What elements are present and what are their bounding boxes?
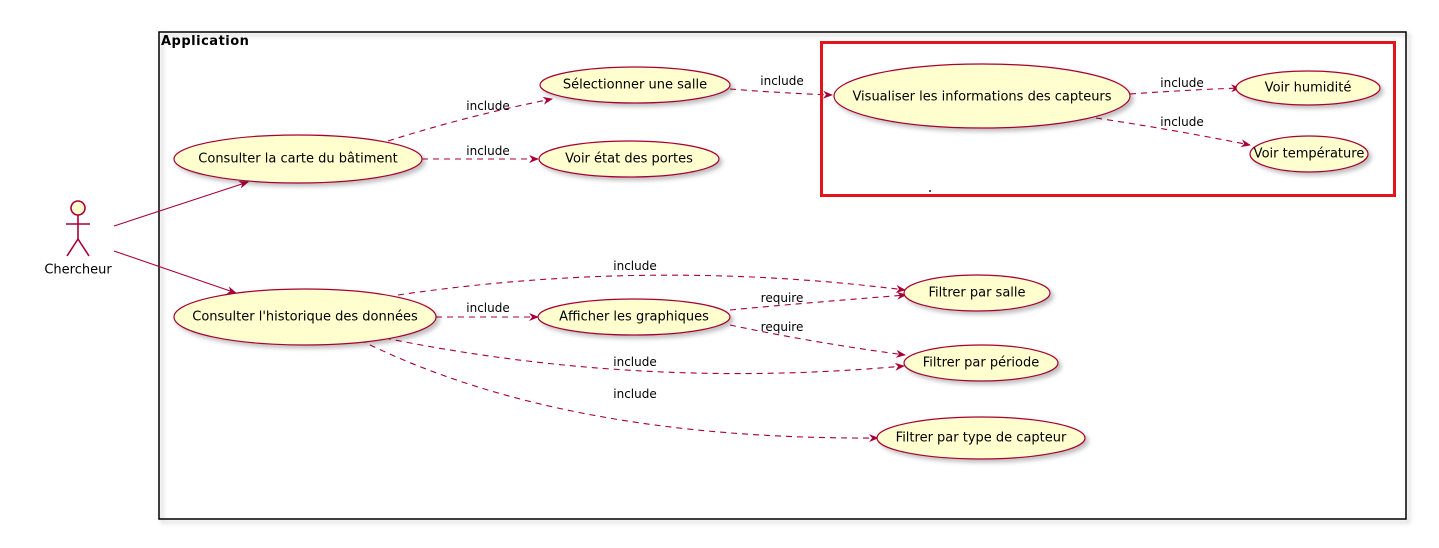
edge-label-hist-filtrer-type: include: [613, 387, 657, 401]
edge-label-graph-filtrer-salle: require: [760, 291, 804, 305]
edge-label-capteurs-humidite: include: [1160, 76, 1204, 90]
usecase-filtrer-type: [876, 416, 1086, 460]
edge-label-carte-salle: include: [466, 99, 510, 113]
edge-hist-filtrer-periode: [384, 337, 905, 375]
usecase-voir-temperature: [1249, 135, 1369, 173]
edge-capteurs-temperature: [1095, 117, 1251, 148]
usecase-label-voir-portes: Voir état des portes: [565, 151, 693, 167]
usecase-consulter-carte: [173, 134, 423, 184]
usecase-filtrer-periode: [903, 344, 1059, 382]
edge-hist-filtrer-type: [359, 339, 879, 443]
usecase-label-consulter-carte: Consulter la carte du bâtiment: [198, 151, 398, 167]
usecase-label-afficher-graphiques: Afficher les graphiques: [559, 309, 709, 325]
highlight-box: [820, 41, 1396, 197]
actor-chercheur-figure: [66, 200, 90, 257]
dot-mark: [929, 190, 931, 192]
usecase-visualiser-capteurs: [833, 63, 1131, 129]
edge-graph-filtrer-salle: [729, 291, 907, 311]
edge-hist-filtrer-salle: [397, 274, 906, 296]
edge-salle-capteurs: [729, 88, 833, 99]
edge-label-graph-filtrer-periode: require: [760, 320, 804, 334]
edge-graph-filtrer-periode: [729, 324, 906, 358]
edge-label-carte-portes: include: [466, 144, 510, 158]
usecase-afficher-graphiques: [537, 298, 731, 336]
usecase-voir-portes: [538, 140, 720, 178]
usecase-label-voir-humidite: Voir humidité: [1264, 80, 1352, 96]
boundary-title: Application: [161, 34, 250, 49]
usecase-consulter-historique: [173, 288, 437, 346]
usecase-voir-humidite: [1235, 70, 1381, 106]
edge-label-hist-filtrer-periode: include: [613, 355, 657, 369]
edge-label-capteurs-temperature: include: [1160, 115, 1204, 129]
usecase-label-filtrer-periode: Filtrer par période: [922, 355, 1040, 371]
usecase-filtrer-salle: [903, 274, 1051, 312]
usecase-label-selectionner-salle: Sélectionner une salle: [562, 77, 708, 93]
assoc-actor-historique: [113, 250, 237, 294]
usecase-label-voir-temperature: Voir température: [1253, 146, 1365, 162]
edge-label-hist-filtrer-salle: include: [613, 259, 657, 273]
assoc-actor-carte: [113, 181, 249, 227]
usecase-label-visualiser-capteurs: Visualiser les informations des capteurs: [852, 89, 1112, 105]
edge-label-hist-graphiques: include: [466, 301, 510, 315]
usecase-label-filtrer-salle: Filtrer par salle: [928, 285, 1026, 301]
usecase-selectionner-salle: [539, 66, 731, 104]
usecase-label-consulter-historique: Consulter l'historique des données: [192, 309, 418, 325]
edge-label-salle-capteurs: include: [760, 74, 804, 88]
edge-capteurs-humidite: [1129, 84, 1241, 95]
usecase-label-filtrer-type: Filtrer par type de capteur: [895, 430, 1067, 446]
system-boundary: [158, 31, 1407, 520]
actor-label: Chercheur: [44, 262, 112, 278]
